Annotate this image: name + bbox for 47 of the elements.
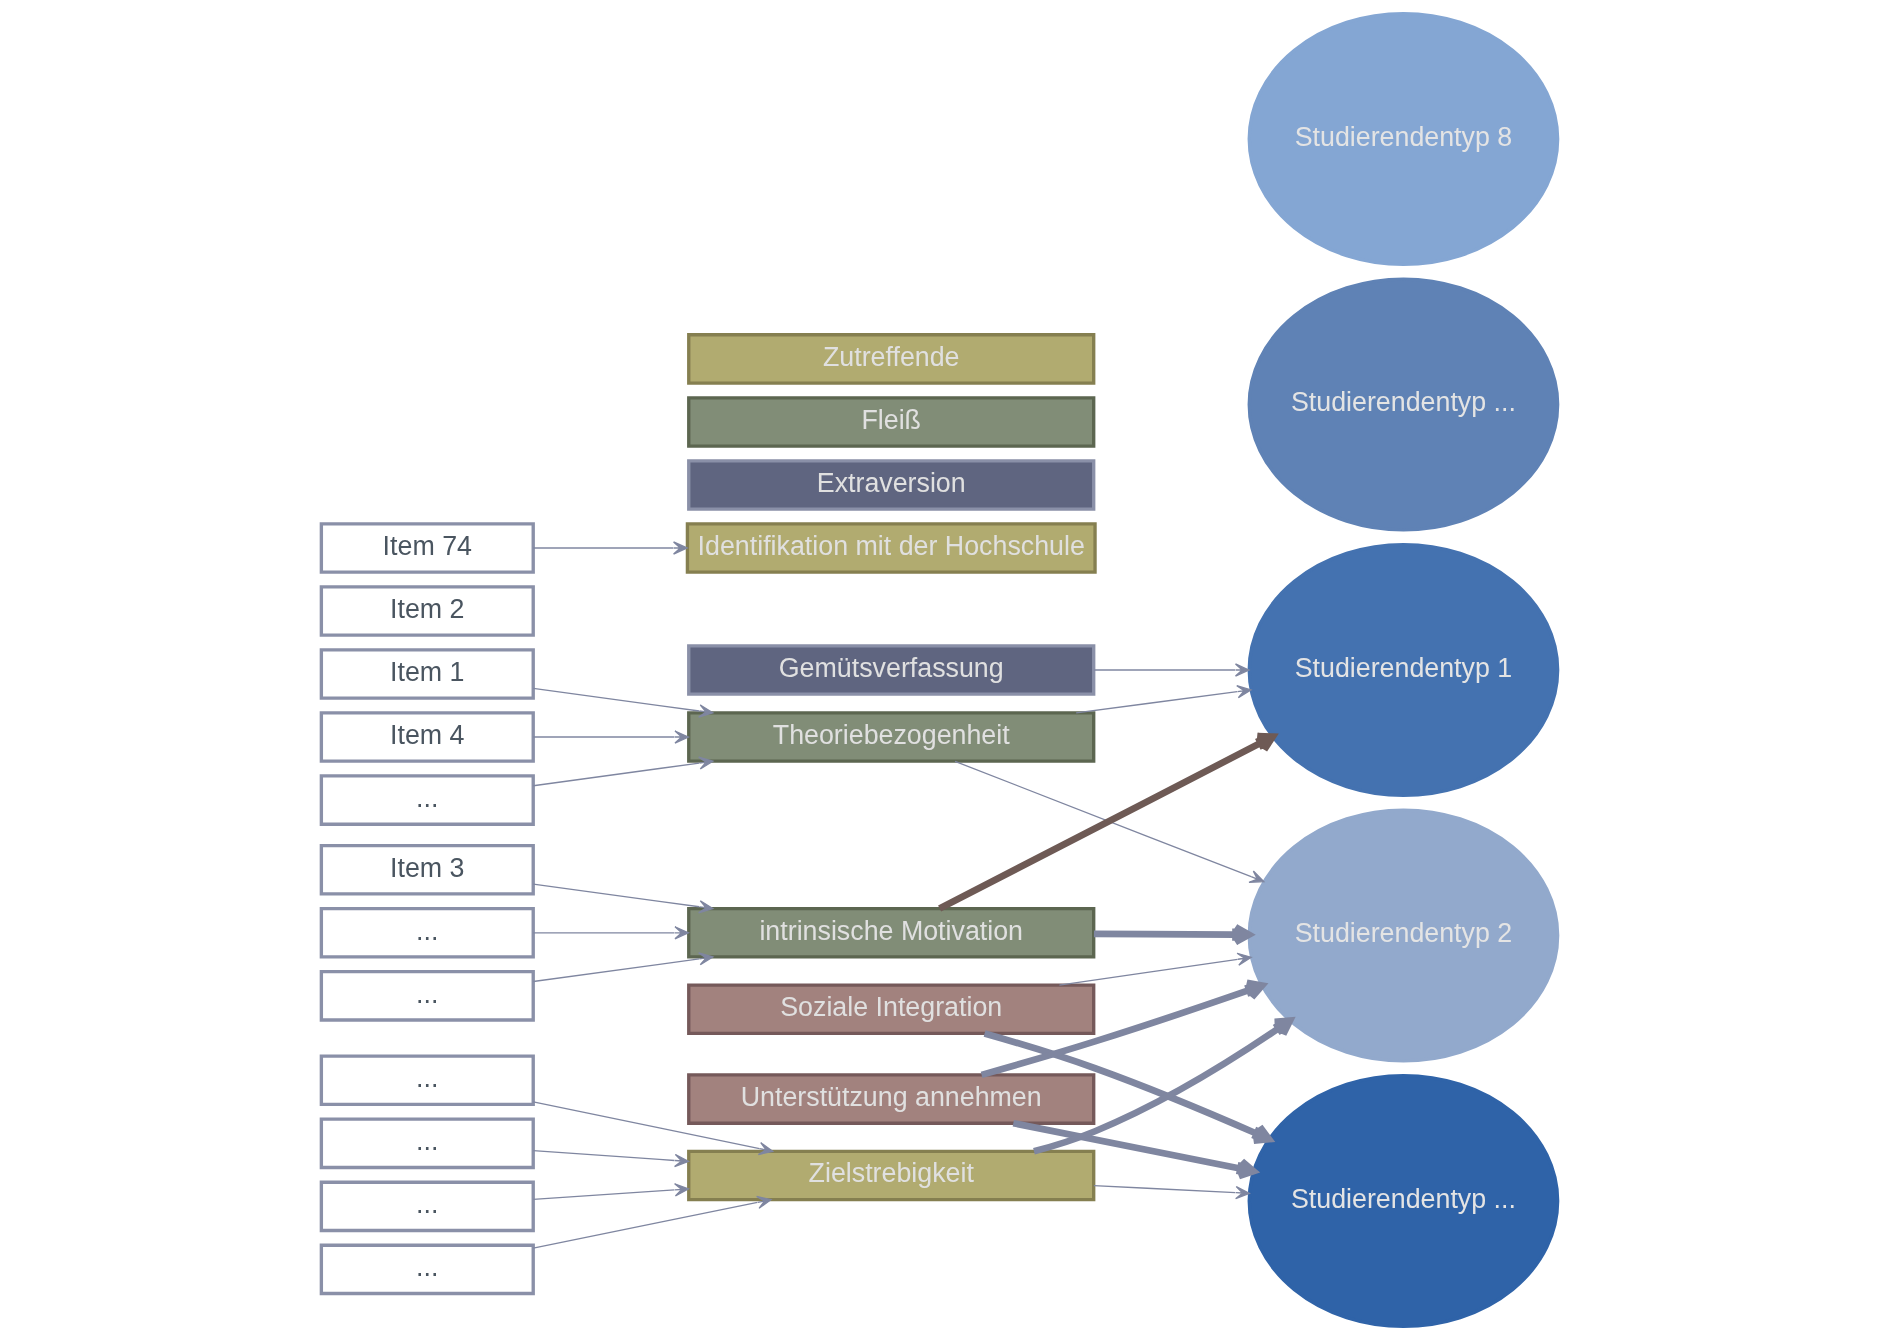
arrow [1093, 663, 1250, 677]
arrow [1058, 952, 1252, 986]
arrow [980, 979, 1266, 1079]
node-box: ... [319, 907, 535, 959]
node-box: Identifikation mit der Hochschule [685, 522, 1097, 574]
arrow [1093, 923, 1253, 946]
arrow [532, 1101, 774, 1156]
node-box: ... [319, 1117, 535, 1170]
arrow [954, 760, 1265, 883]
node-box: Item 3 [319, 843, 535, 896]
node-box: ... [319, 1054, 535, 1107]
arrow [938, 732, 1277, 912]
arrow [532, 687, 714, 718]
arrow [532, 541, 688, 555]
arrow [532, 756, 714, 787]
arrow [532, 952, 714, 983]
node-box: Unterstützung annehmen [687, 1073, 1096, 1125]
node-box: ... [319, 1243, 535, 1296]
arrow [532, 1149, 690, 1168]
node-box: Soziale Integration [687, 983, 1096, 1036]
arrow [1033, 1017, 1294, 1155]
node-box: Gemütsverfassung [687, 644, 1096, 696]
node-box: intrinsische Motivation [687, 907, 1096, 959]
node-ellipse: Studierendentyp ... [1247, 277, 1560, 532]
arrow [532, 1183, 690, 1200]
node-box: Theoriebezogenheit [687, 711, 1096, 763]
node-box: Item 4 [319, 711, 535, 763]
arrow [532, 730, 690, 744]
arrow [983, 1030, 1273, 1144]
node-box: Fleiß [687, 396, 1096, 448]
node-ellipse: Studierendentyp 8 [1247, 11, 1560, 267]
node-box: ... [319, 970, 535, 1022]
node-ellipse: Studierendentyp 1 [1247, 542, 1560, 798]
arrow [1075, 685, 1252, 714]
node-box: Item 1 [319, 648, 535, 700]
arrow [532, 883, 714, 914]
arrow [532, 926, 690, 940]
arrow [1093, 1184, 1250, 1200]
arrow [1012, 1119, 1258, 1180]
node-box: Item 74 [319, 522, 535, 574]
node-box: Zutreffende [687, 333, 1096, 385]
node-box: Extraversion [687, 459, 1096, 511]
node-box: Item 2 [319, 585, 535, 637]
node-box: ... [319, 1180, 535, 1233]
node-box: Zielstrebigkeit [687, 1149, 1096, 1202]
node-box: ... [319, 774, 535, 826]
arrow [532, 1195, 772, 1249]
